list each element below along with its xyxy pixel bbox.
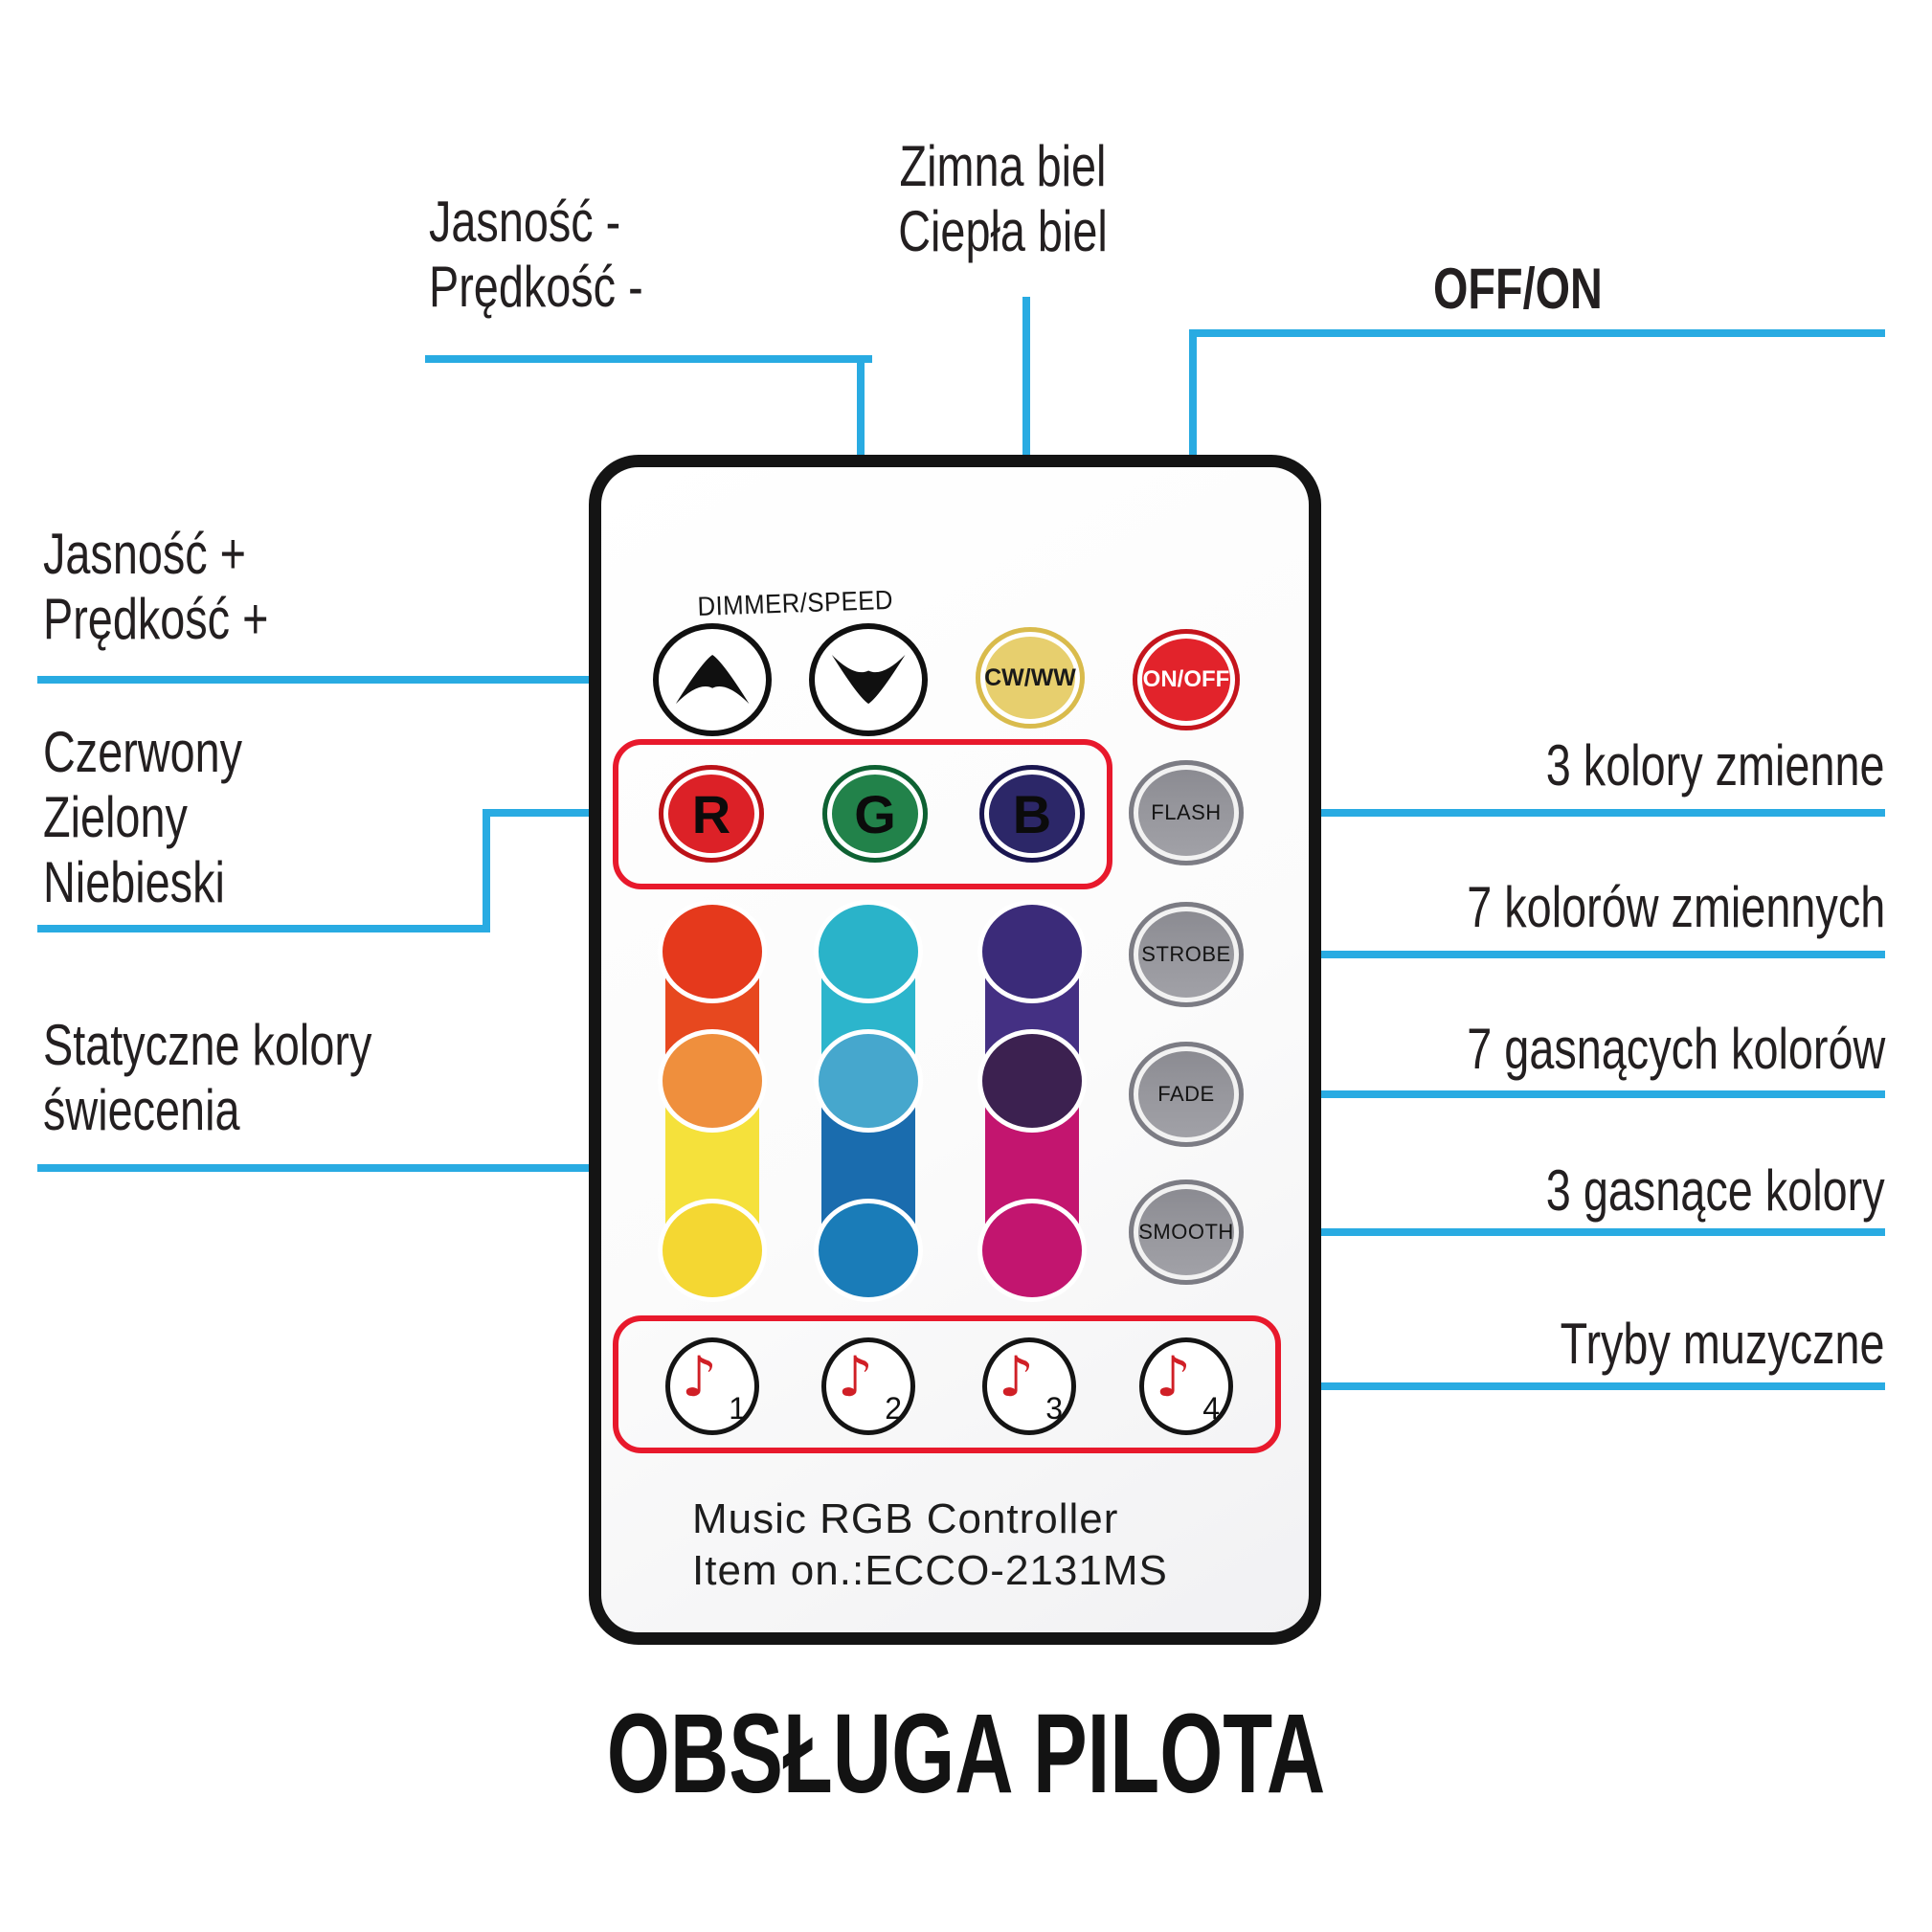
rgb-group-outline [613, 739, 1112, 889]
music-button-number: 3 [1045, 1391, 1063, 1426]
label-line: Ciepła biel [898, 199, 1108, 263]
cwww-button: CW/WW [976, 627, 1085, 729]
dimmer-up-button [653, 623, 772, 736]
callout-line-strobe [1278, 951, 1885, 958]
r-button: R [659, 765, 764, 863]
color-swatch-lightblue [814, 1029, 923, 1133]
fade-button: FADE [1129, 1042, 1244, 1147]
label-strobe-mode: 7 kolorów zmiennych [1467, 875, 1885, 939]
label-rgb-keys: Czerwony Zielony Niebieski [43, 720, 242, 915]
dimmer-speed-label: DIMMER/SPEED [697, 584, 894, 621]
color-swatch-cyan [814, 900, 923, 1003]
music-button-1: ♪ 1 [665, 1337, 759, 1435]
remote-product-name: Music RGB Controller [692, 1495, 1119, 1542]
label-line: Statyczne kolory [43, 1013, 372, 1077]
callout-line-offon-v [1189, 329, 1197, 553]
smooth-button: SMOOTH [1129, 1179, 1244, 1285]
music-note-icon: ♪ [838, 1344, 874, 1409]
chevron-down-icon [815, 629, 922, 730]
callout-line-offon-h [1189, 329, 1885, 337]
remote-body: DIMMER/SPEED CW/WW ON/OFF R G B FLASH ST… [589, 455, 1321, 1645]
label-white-modes: Zimna biel Ciepła biel [878, 134, 1128, 264]
label-music-modes: Tryby muzyczne [1561, 1312, 1885, 1376]
music-button-3: ♪ 3 [982, 1337, 1076, 1435]
strobe-button: STROBE [1129, 902, 1244, 1007]
music-button-number: 4 [1202, 1391, 1220, 1426]
remote-item-number: Item on.:ECCO-2131MS [692, 1547, 1168, 1594]
callout-line-rgb-v [483, 809, 490, 932]
color-swatch-indigo [977, 900, 1087, 1003]
label-smooth-mode: 3 gasnące kolory [1546, 1158, 1885, 1223]
label-line: Zimna biel [899, 134, 1107, 198]
music-group-outline [613, 1315, 1281, 1453]
label-flash-mode: 3 kolory zmienne [1546, 733, 1885, 798]
callout-line-flash [1278, 809, 1885, 817]
flash-button: FLASH [1129, 760, 1244, 865]
label-line: Czerwony [43, 720, 243, 784]
callout-line-static-colors [37, 1164, 793, 1172]
callout-line-music [1286, 1382, 1885, 1390]
callout-line-rgb-bottom [37, 925, 490, 932]
label-line: świecenia [43, 1078, 240, 1142]
callout-line-white-modes [1022, 297, 1030, 550]
label-brightness-minus: Jasność - Prędkość - [429, 190, 643, 320]
label-line: Zielony [43, 785, 188, 849]
label-brightness-plus: Jasność + Prędkość + [43, 522, 268, 652]
page-title: OBSŁUGA PILOTA [606, 1691, 1326, 1817]
color-swatch-red [658, 900, 767, 1003]
callout-line-brightness-plus [37, 676, 613, 684]
color-swatch-orange [658, 1029, 767, 1133]
label-fade-mode: 7 gasnących kolorów [1466, 1017, 1885, 1081]
color-swatch-yellow [658, 1199, 767, 1302]
label-line: Prędkość + [43, 587, 269, 651]
label-line: Jasność + [43, 522, 247, 586]
chevron-up-icon [659, 629, 766, 730]
label-static-colors: Statyczne kolory świecenia [43, 1013, 371, 1143]
callout-line-smooth [1278, 1228, 1885, 1236]
callout-line-fade [1278, 1090, 1885, 1098]
music-button-2: ♪ 2 [821, 1337, 915, 1435]
label-line: Jasność - [429, 190, 621, 254]
dimmer-down-button [809, 623, 928, 736]
music-note-icon: ♪ [682, 1344, 718, 1409]
music-button-4: ♪ 4 [1139, 1337, 1233, 1435]
music-note-icon: ♪ [1156, 1344, 1192, 1409]
color-swatch-blue [814, 1199, 923, 1302]
label-line: Prędkość - [429, 255, 643, 319]
callout-line-rgb-top [483, 809, 615, 817]
b-button: B [979, 765, 1085, 863]
onoff-button: ON/OFF [1133, 629, 1240, 730]
label-off-on: OFF/ON [1433, 257, 1603, 321]
color-swatch-magenta [977, 1199, 1087, 1302]
music-button-number: 1 [729, 1391, 746, 1426]
color-swatch-darkpurple [977, 1029, 1087, 1133]
music-button-number: 2 [885, 1391, 902, 1426]
callout-line-brightness-minus [425, 355, 872, 363]
music-note-icon: ♪ [999, 1344, 1035, 1409]
label-line: Niebieski [43, 850, 225, 914]
g-button: G [822, 765, 928, 863]
